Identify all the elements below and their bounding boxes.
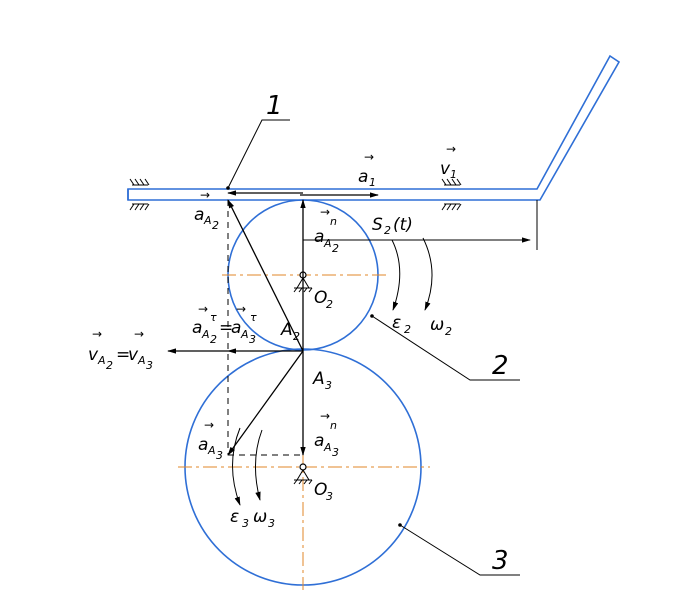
svg-text:ε: ε (392, 313, 401, 333)
construction-dashes (227, 200, 303, 456)
svg-text:O: O (314, 288, 327, 308)
svg-text:τ: τ (250, 311, 257, 324)
svg-text:3: 3 (146, 359, 153, 372)
svg-text:a: a (314, 431, 324, 451)
svg-text:2: 2 (445, 325, 452, 338)
svg-text:a: a (194, 205, 204, 225)
svg-text:3: 3 (242, 517, 249, 530)
leader-part-2 (371, 315, 520, 381)
label-o2: O2 (314, 288, 333, 311)
svg-text:S: S (372, 215, 383, 235)
svg-text:A: A (203, 214, 212, 227)
svg-text:3: 3 (332, 446, 339, 459)
svg-text:3: 3 (268, 517, 275, 530)
svg-text:3: 3 (325, 379, 332, 392)
svg-text:→: → (198, 302, 208, 316)
pivot-o3 (293, 463, 313, 485)
svg-text:2: 2 (384, 224, 391, 237)
svg-text:2: 2 (293, 330, 300, 343)
svg-text:2: 2 (326, 298, 333, 311)
svg-text:n: n (330, 419, 337, 432)
svg-text:v: v (128, 345, 139, 365)
svg-text:A: A (97, 354, 106, 367)
leader-part-3 (399, 524, 520, 576)
vector-a-a3 (227, 350, 304, 456)
label-o3: O3 (314, 480, 333, 503)
svg-text:3: 3 (249, 333, 256, 346)
part-number-3: 3 (492, 546, 509, 576)
svg-text:2: 2 (212, 219, 219, 232)
svg-text:a: a (192, 318, 202, 338)
svg-text:A: A (137, 354, 146, 367)
svg-text:A: A (323, 237, 332, 250)
svg-text:1: 1 (450, 168, 457, 181)
svg-text:2: 2 (106, 359, 113, 372)
svg-text:O: O (314, 480, 327, 500)
svg-text:ω: ω (430, 315, 444, 335)
svg-text:τ: τ (210, 311, 217, 324)
svg-text:a: a (314, 227, 324, 247)
svg-text:→: → (200, 188, 210, 202)
arrow-epsilon-3 (232, 427, 241, 506)
svg-text:v: v (440, 159, 451, 179)
ground-hatch-left (129, 178, 150, 211)
svg-text:n: n (330, 215, 337, 228)
svg-text:→: → (92, 327, 102, 341)
arrow-epsilon-2 (391, 239, 401, 311)
svg-text:=: = (116, 345, 130, 365)
rack-bar (127, 54, 621, 201)
leader-part-1 (227, 119, 290, 189)
svg-text:ε: ε (230, 507, 239, 527)
svg-text:A: A (240, 328, 249, 341)
part-number-2: 2 (492, 351, 509, 381)
svg-text:A: A (312, 369, 325, 389)
svg-text:→: → (320, 409, 330, 423)
svg-text:a: a (198, 435, 208, 455)
svg-text:v: v (88, 345, 99, 365)
svg-text:A: A (280, 320, 293, 340)
svg-text:3: 3 (216, 449, 223, 462)
svg-text:→: → (446, 142, 456, 156)
svg-text:(t): (t) (393, 215, 413, 235)
arrow-omega-2 (422, 237, 433, 311)
svg-text:→: → (320, 205, 330, 219)
svg-text:2: 2 (404, 323, 411, 336)
svg-text:→: → (204, 418, 214, 432)
svg-text:A: A (323, 441, 332, 454)
part-number-1: 1 (266, 91, 283, 121)
ground-hatch-right (441, 178, 462, 211)
vector-a-a2-full (227, 199, 304, 352)
svg-text:=: = (219, 318, 233, 338)
svg-text:2: 2 (332, 242, 339, 255)
svg-text:3: 3 (326, 490, 333, 503)
svg-text:a: a (231, 318, 241, 338)
svg-text:1: 1 (369, 176, 376, 189)
svg-text:2: 2 (210, 333, 217, 346)
svg-text:→: → (236, 302, 246, 316)
svg-text:A: A (201, 328, 210, 341)
svg-text:→: → (134, 327, 144, 341)
svg-text:A: A (207, 444, 216, 457)
svg-text:→: → (364, 150, 374, 164)
svg-text:a: a (358, 167, 368, 187)
arrow-omega-3 (254, 429, 263, 501)
svg-text:ω: ω (253, 507, 267, 527)
